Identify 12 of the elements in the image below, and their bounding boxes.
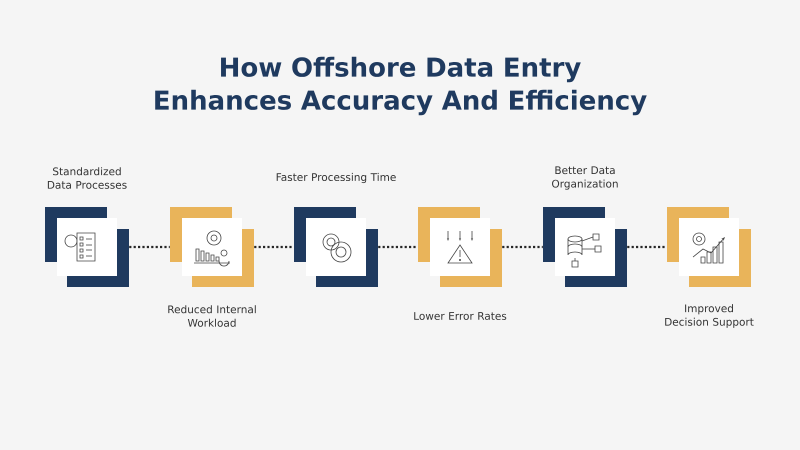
dotted-connector — [378, 246, 418, 248]
dotted-connector — [129, 246, 170, 248]
step-label: Faster Processing Time — [276, 172, 396, 184]
step-label: Reduced Internal Workload — [168, 305, 256, 327]
step-label: Improved Decision Support — [665, 304, 754, 328]
step-label: Better Data Organization — [552, 166, 618, 190]
dotted-connector — [627, 246, 667, 248]
dotted-connector — [502, 246, 543, 248]
title: How Offshore Data Entry Enhances Accuracy And Efficiency — [155, 56, 647, 116]
step-label: Lower Error Rates — [414, 312, 506, 320]
dotted-connector — [254, 246, 294, 248]
step-label: Standardized Data Processes — [48, 167, 127, 189]
